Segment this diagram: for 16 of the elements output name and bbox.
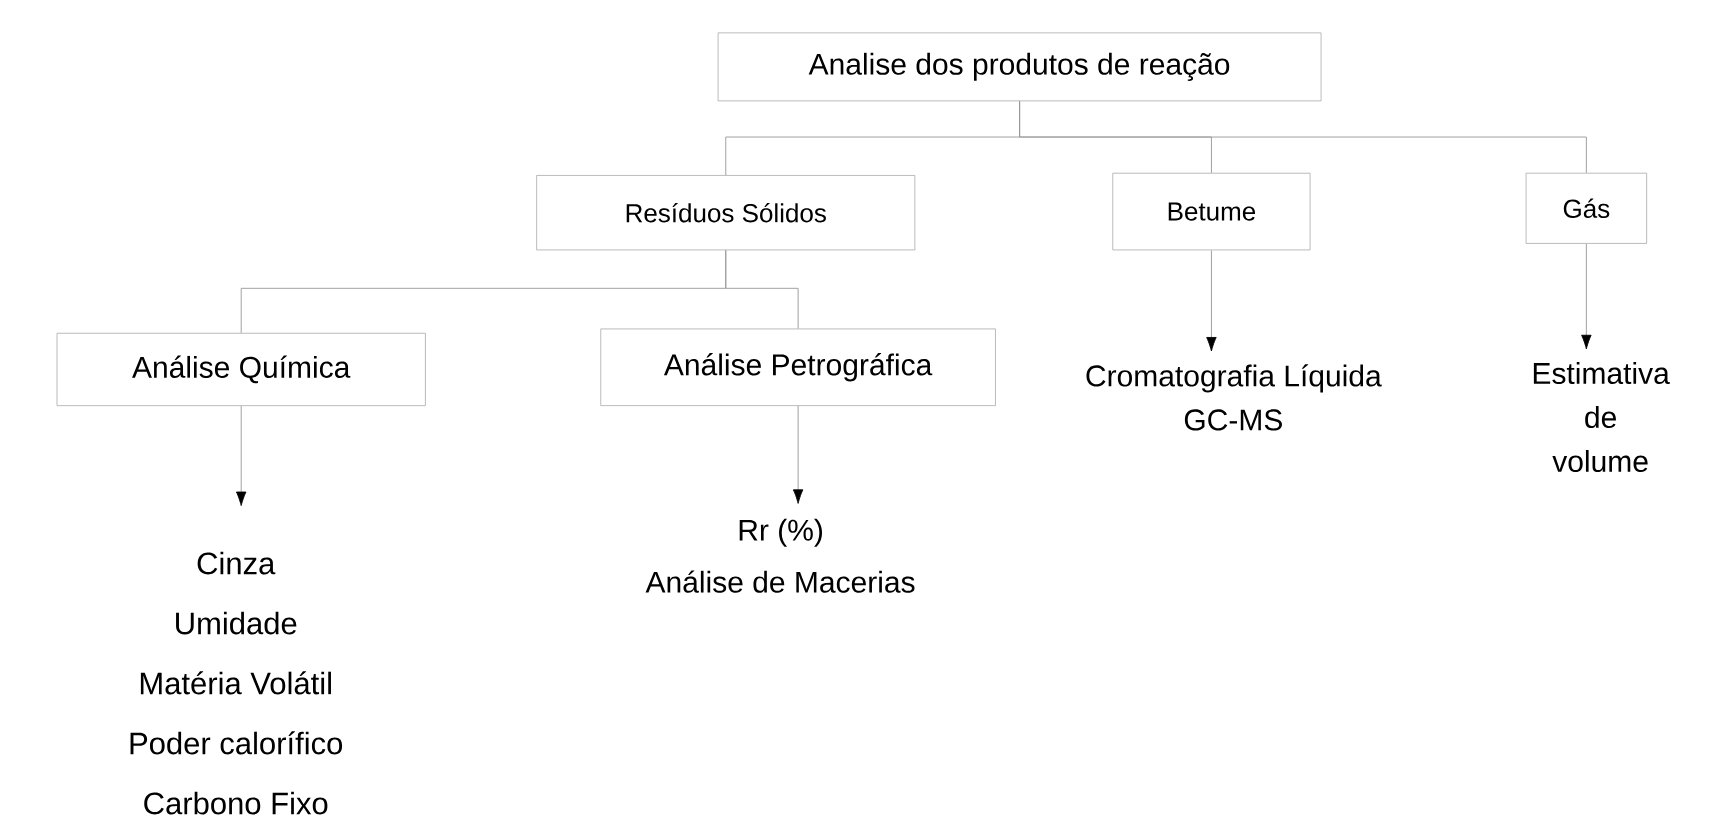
process-box: Análise Petrográfica: [600, 328, 996, 406]
arrow: [1206, 249, 1217, 352]
process-box: Resíduos Sólidos: [536, 174, 916, 251]
text-list: Estimativa de volume: [1533, 361, 1670, 472]
connector-line: [725, 249, 799, 329]
process-box: Betume: [1112, 172, 1311, 251]
connector-line: [1019, 100, 1587, 173]
process-box: Analise dos produtos de reação: [717, 32, 1322, 102]
text-list: Cinza Umidade Matéria Volátil Poder calorífico Carbono Fixo: [130, 551, 343, 815]
arrow: [236, 405, 247, 506]
text-list: Cromatografia Líquida GC-MS: [1086, 363, 1382, 431]
arrow: [792, 405, 804, 504]
arrow: [1581, 243, 1592, 349]
text-list: Rr (%) Análise de Macerias: [645, 518, 915, 593]
process-box: Análise Química: [56, 332, 426, 406]
process-box: Gás: [1525, 172, 1648, 244]
